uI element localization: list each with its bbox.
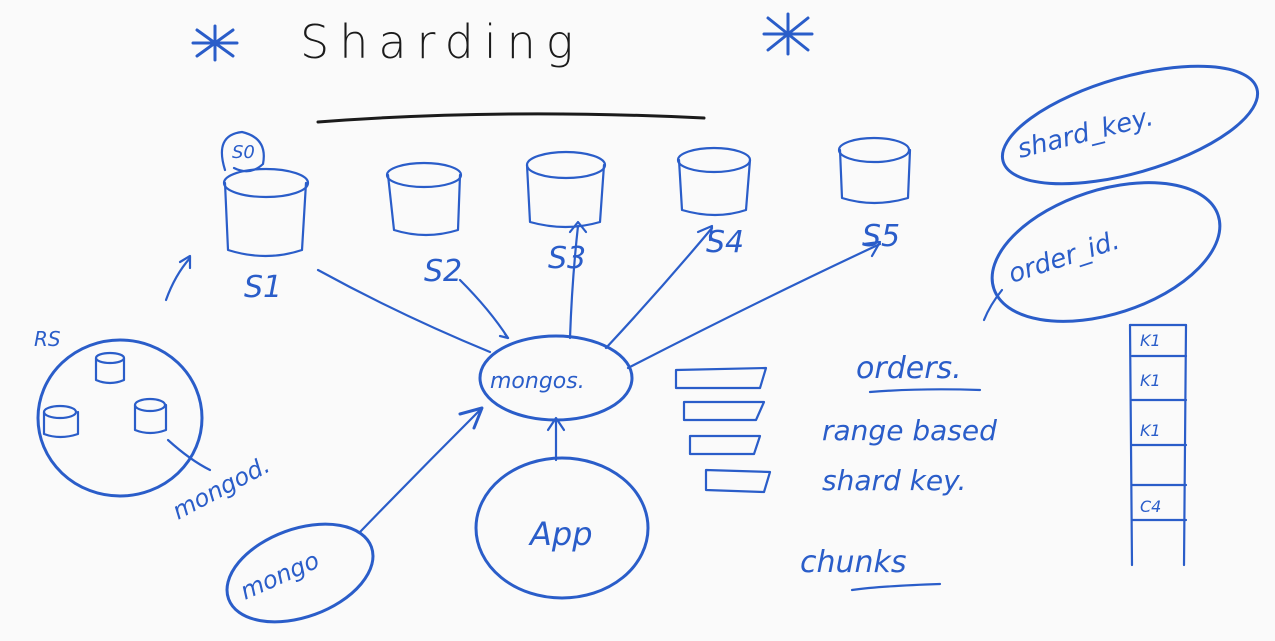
mongod-label: mongod. [168, 451, 275, 526]
shard-key-label: shard_key. [1014, 102, 1156, 165]
shard-s3-cylinder [525, 150, 607, 229]
shard-s1-cylinder [220, 130, 310, 258]
mongo-client-node [225, 522, 375, 624]
replica-set-circle [36, 338, 204, 498]
shard-key-bubble [1000, 64, 1260, 186]
chunks-label: chunks [800, 545, 907, 580]
shard-label-s1: S1 [244, 270, 282, 305]
shard-s4-cylinder [676, 146, 752, 217]
star-icon-right [762, 12, 814, 56]
arrow-to-s5 [626, 242, 882, 370]
chunk-cell-1: K1 [1140, 331, 1161, 350]
chunk-cell-2: K1 [1140, 371, 1161, 390]
mongos-shard-links [316, 220, 882, 370]
mongod-pointer [166, 438, 212, 472]
chunk-cell-4: C4 [1140, 497, 1161, 516]
shard-s5-cylinder [837, 136, 912, 205]
shard-label-s3: S3 [548, 241, 586, 276]
page-title: Sharding [300, 15, 583, 69]
shard-s2-cylinder [385, 161, 463, 237]
s0-label: S0 [232, 142, 255, 163]
arrow-to-s4 [604, 226, 714, 350]
order-id-pointer [982, 288, 1004, 322]
mongos-label: mongos. [490, 369, 585, 394]
chunk-cell-3: K1 [1140, 421, 1161, 440]
order-id-label: order_id. [1005, 226, 1123, 290]
range-based-label: range based [822, 414, 997, 447]
orders-label: orders. [856, 351, 962, 386]
chunks-underline [850, 582, 942, 592]
star-icon-left [191, 24, 239, 62]
shard-label-s2: S2 [424, 254, 462, 289]
arrow-to-s2 [458, 278, 510, 340]
chunk-column [1128, 323, 1188, 567]
rs-to-s1-arrow [164, 256, 192, 302]
mongo-to-mongos-arrow [358, 408, 482, 534]
mongo-label: mongo [236, 546, 323, 605]
order-id-bubble [990, 181, 1222, 323]
app-node [474, 456, 650, 600]
orders-underline [868, 388, 982, 394]
replica-set-label: RS [34, 327, 61, 351]
shard-label-s5: S5 [862, 219, 900, 254]
app-label: App [528, 515, 593, 553]
chunk-stack [674, 366, 772, 494]
shard-key-note: shard key. [822, 464, 966, 497]
title-underline [316, 112, 706, 124]
replica-member-cylinders [42, 351, 168, 439]
arrow-to-s3 [568, 224, 580, 340]
